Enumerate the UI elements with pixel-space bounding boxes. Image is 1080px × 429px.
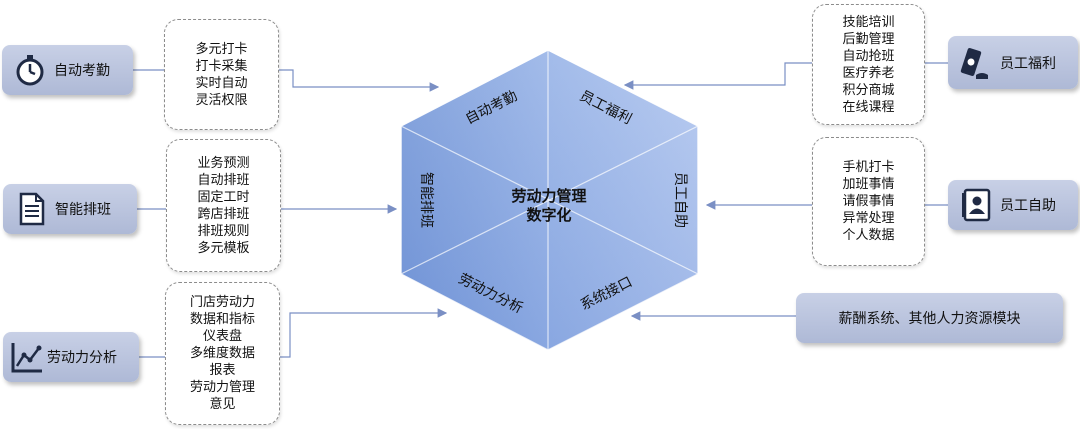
feature-box-scheduling: 业务预测 自动排班 固定工时 跨店排班 排班规则 多元模板 [166, 139, 281, 272]
connector-arrow [279, 69, 440, 92]
feature-item: 仪表盘 [202, 329, 242, 344]
node-smart-scheduling: 智能排班 [3, 184, 137, 234]
feature-item: 报表 [209, 363, 236, 378]
feature-item: 在线课程 [842, 99, 895, 115]
node-labor-analysis: 劳动力分析 [3, 332, 139, 382]
feature-item: 异常处理 [842, 211, 895, 226]
node-label: 劳动力分析 [47, 350, 117, 366]
feature-item: 灵活权限 [195, 92, 248, 108]
feature-item: 多元模板 [197, 240, 250, 256]
line-chart-icon [11, 343, 42, 373]
feature-item: 技能培训 [842, 14, 895, 30]
node-label: 薪酬系统、其他人力资源模块 [838, 311, 1021, 327]
feature-item: 实时自动 [195, 75, 248, 91]
feature-item: 多元打卡 [195, 41, 248, 57]
feature-item: 加班事情 [842, 177, 895, 192]
hexagon-center-subtitle: 数字化 [526, 206, 571, 224]
feature-item: 固定工时 [197, 189, 250, 205]
money-hand-icon [960, 47, 988, 79]
feature-box-self-service: 手机打卡 加班事情 请假事情 异常处理 个人数据 [812, 137, 925, 266]
feature-box-attendance: 多元打卡 打卡采集 实时自动 灵活权限 [164, 19, 279, 130]
feature-item: 自动抢班 [842, 48, 895, 64]
document-icon [19, 192, 45, 226]
feature-item: 积分商城 [842, 82, 895, 98]
node-label: 智能排班 [55, 202, 111, 218]
node-label: 员工福利 [1000, 55, 1056, 72]
feature-item: 业务预测 [197, 155, 250, 171]
node-employee-benefits: 员工福利 [948, 36, 1078, 89]
connector-arrow [623, 62, 812, 90]
connector-arrow [280, 308, 448, 358]
hexagon-segment-label: 员工自助 [672, 172, 688, 228]
feature-item: 手机打卡 [842, 160, 895, 175]
feature-box-analysis: 门店劳动力 数据和指标 仪表盘 多维度数据 报表 劳动力管理 意见 [165, 282, 280, 425]
node-label: 员工自助 [1000, 198, 1056, 214]
contact-card-icon [962, 188, 991, 222]
node-payroll-hr-modules: 薪酬系统、其他人力资源模块 [796, 293, 1063, 343]
feature-item: 打卡采集 [195, 58, 248, 74]
feature-item: 多维度数据 [189, 346, 255, 361]
feature-item: 跨店排班 [197, 206, 250, 222]
feature-item: 医疗养老 [842, 65, 895, 81]
node-employee-self-service: 员工自助 [948, 180, 1078, 230]
feature-item: 劳动力管理 [189, 380, 255, 395]
hexagon-center-title: 劳动力管理 [511, 187, 586, 205]
feature-item: 个人数据 [842, 228, 895, 243]
feature-item: 门店劳动力 [189, 295, 255, 310]
feature-item: 排班规则 [197, 223, 250, 239]
feature-box-benefits: 技能培训 后勤管理 自动抢班 医疗养老 积分商城 在线课程 [812, 4, 925, 125]
feature-item: 意见 [209, 397, 236, 412]
feature-item: 请假事情 [842, 194, 895, 209]
hexagon-segment-label: 智能排班 [418, 172, 434, 228]
feature-item: 数据和指标 [189, 312, 255, 327]
hexagon-divider [400, 125, 699, 275]
feature-item: 自动排班 [197, 172, 250, 188]
stopwatch-icon [16, 55, 44, 86]
node-auto-attendance: 自动考勤 [2, 45, 133, 95]
feature-item: 后勤管理 [842, 31, 895, 47]
node-label: 自动考勤 [54, 63, 110, 79]
